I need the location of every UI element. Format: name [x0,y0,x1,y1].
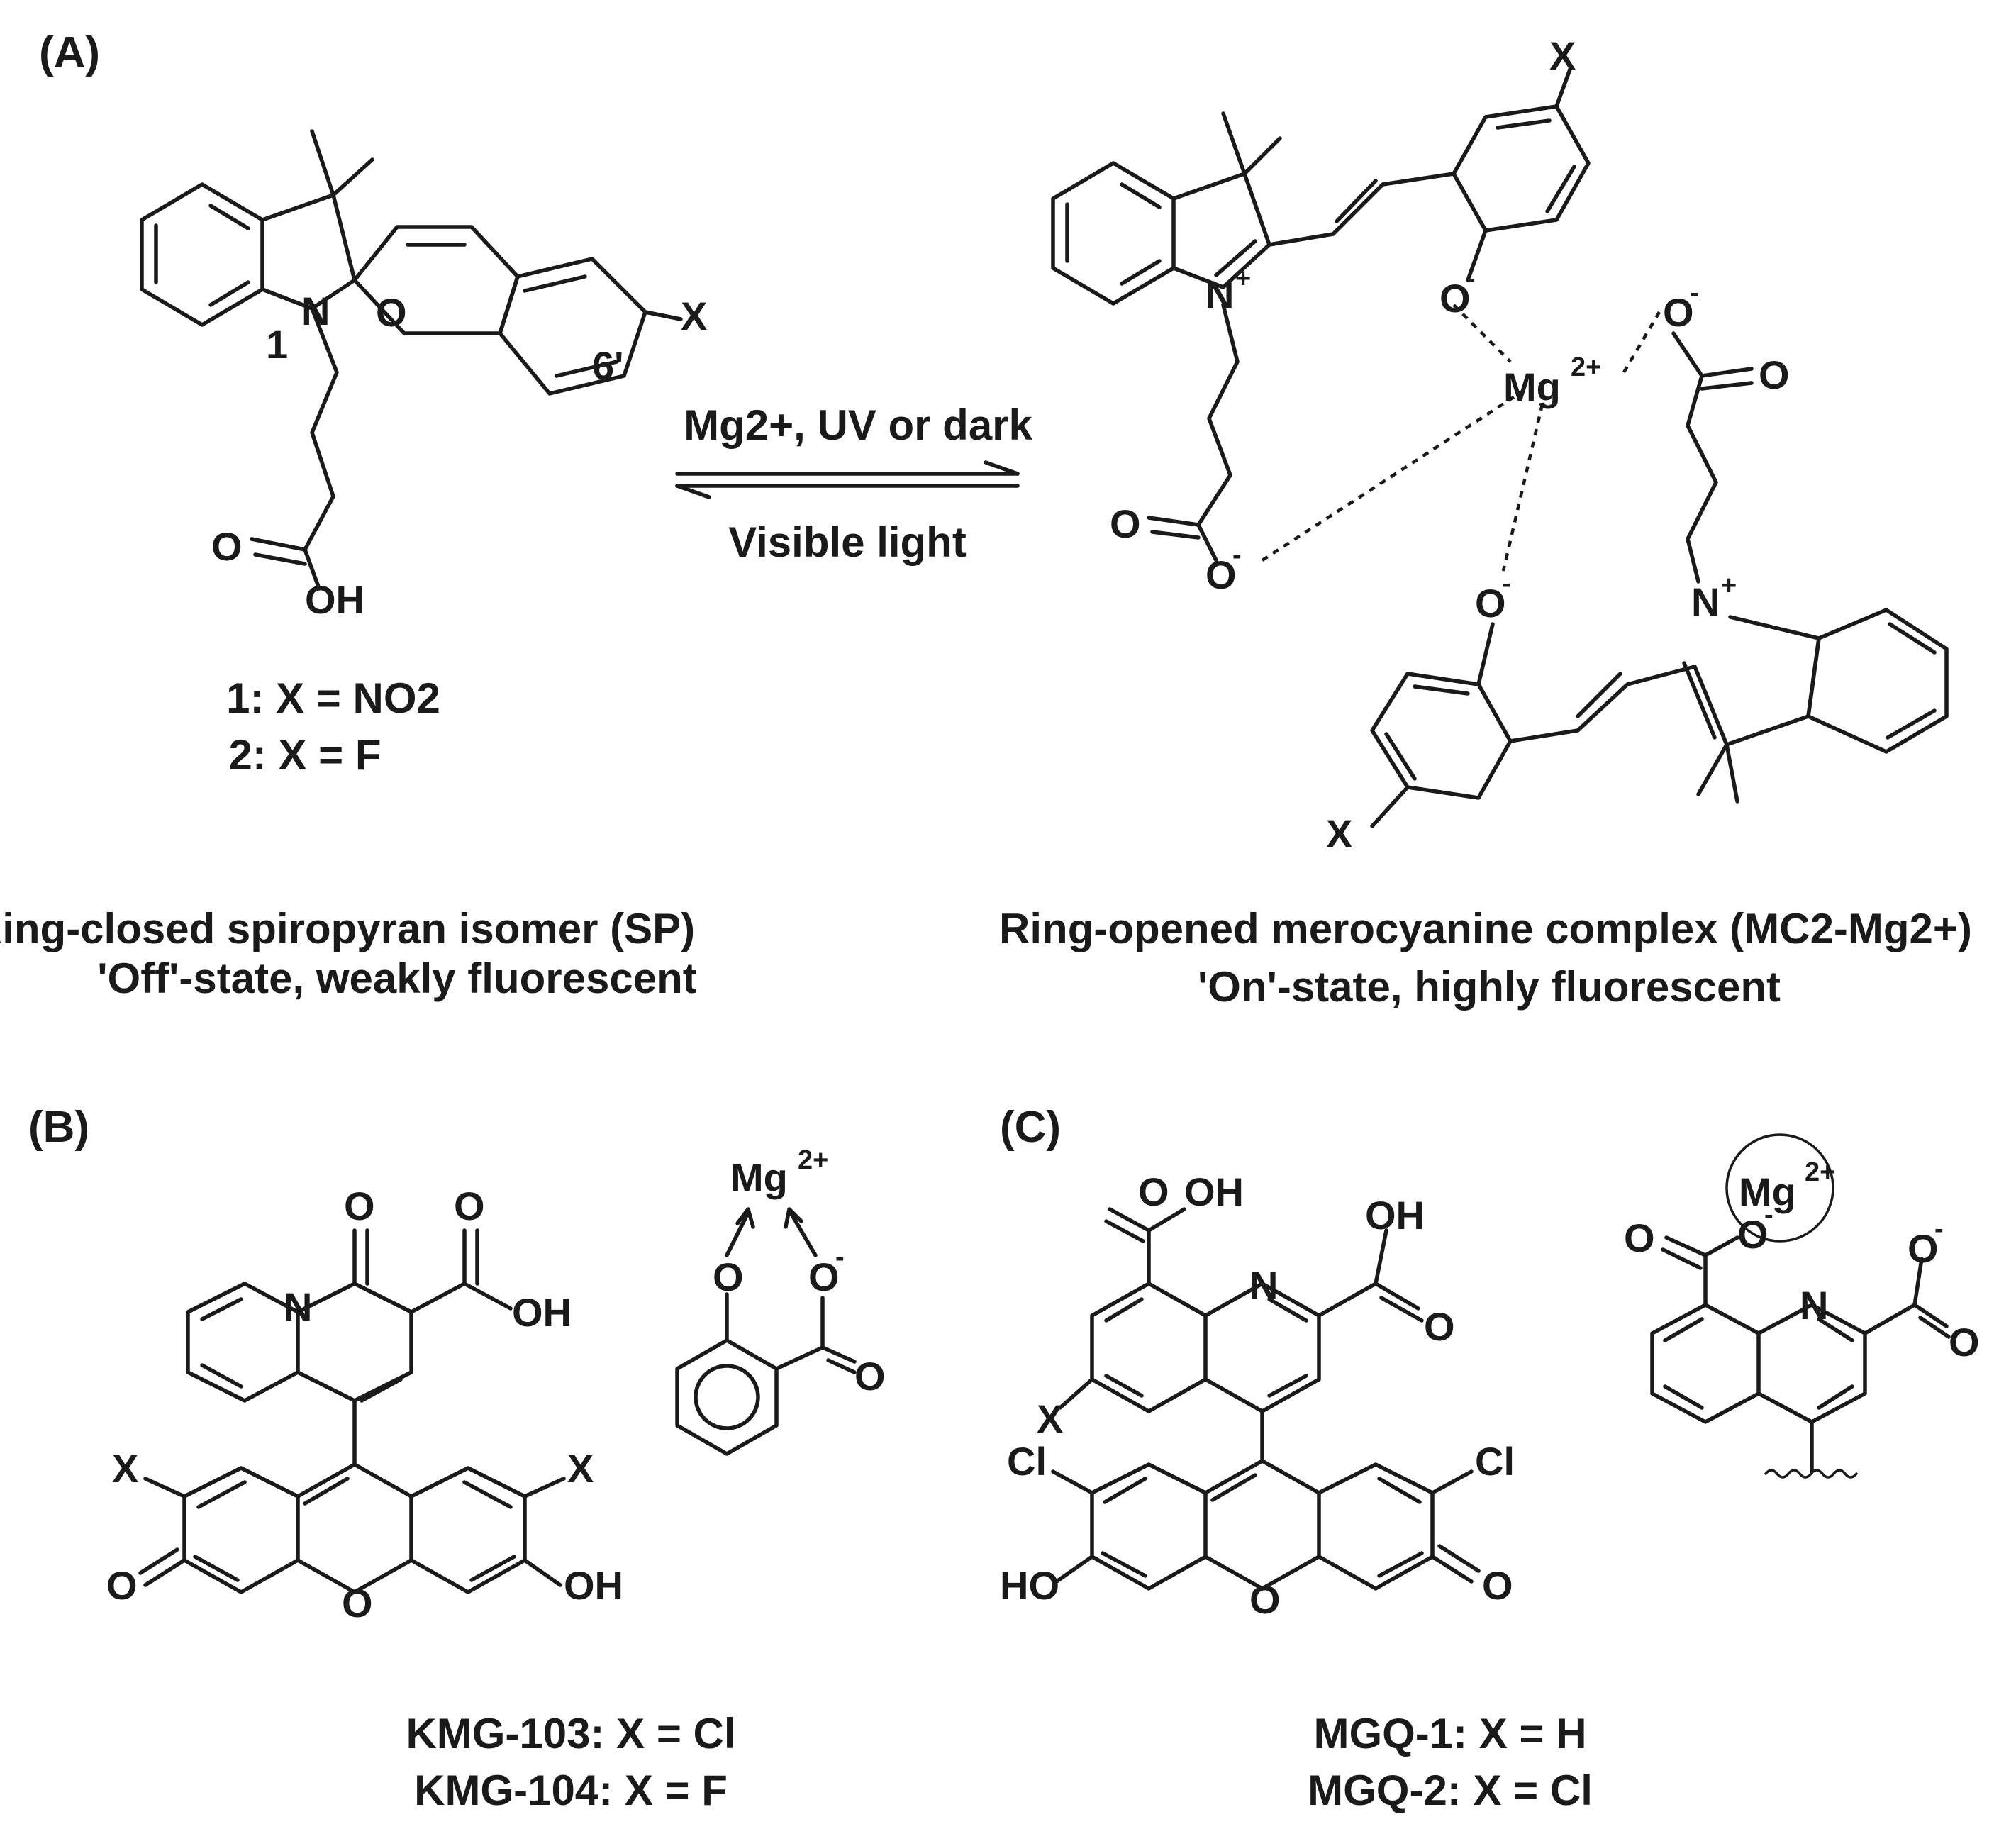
forward-conditions-label: Mg2+, UV or dark [684,401,1032,449]
kmg-motif-carbonyl-oxygen: O [854,1354,886,1399]
mgq-motif-magnesium-charge: 2+ [1805,1157,1835,1187]
merocyanine-complex-structure [1051,65,1949,828]
mc-magnesium-charge: 2+ [1571,352,1601,382]
kmg-motif-magnesium: Mg [730,1155,788,1200]
kmg-structure [138,1207,857,1594]
mgq-nitrogen: N [1249,1263,1278,1308]
mgq-carboxyl-carbonyl-oxygen-left: O [1138,1169,1169,1214]
panel-a-label: (A) [39,28,100,77]
mc-phenoxide-lower: O [1475,581,1506,626]
mgq-carboxyl-hydroxyl-left: OH [1184,1169,1244,1214]
sp-position-6-label: 6' [592,343,623,388]
kmg-xanthene-hydroxyl: OH [564,1563,623,1608]
mc-nitrogen-upper: N [1205,272,1234,317]
sp-variant-2: 2: X = F [228,731,381,779]
mgq-motif-carbonyl-oxygen-left: O [1624,1216,1655,1260]
mc-magnesium: Mg [1503,365,1561,409]
sp-caption-line-1: Ring-closed spiropyran isomer (SP) [0,905,695,952]
spiropyran-structure [140,129,683,591]
kmg-acid-carbonyl-oxygen: O [454,1184,485,1228]
mc-carboxylate-o-right: O [1663,290,1694,335]
mgq-xanthene-hydroxyl: HO [1000,1563,1059,1608]
mc-plus-lower: + [1721,571,1737,601]
mc-minus-4: - [1502,569,1511,599]
mgq-carboxyl-carbonyl-oxygen-right: O [1424,1304,1455,1349]
mgq-chlorine-right: Cl [1475,1439,1515,1484]
mc-carboxylate-o-left: O [1205,552,1237,597]
mgq-xanthene-ring-oxygen: O [1249,1577,1281,1622]
mc-minus-3: - [1232,540,1242,570]
mc-minus-2: - [1690,278,1699,308]
kmg-x-right: X [567,1446,594,1491]
mgq-motif-carboxylate-oxygen-left: O [1737,1212,1769,1257]
sp-carbonyl-oxygen: O [211,524,243,569]
sp-oxygen-atom: O [376,290,407,335]
kmg-variant-1: KMG-103: X = Cl [406,1710,735,1757]
sp-caption-line-2: 'Off'-state, weakly fluorescent [97,955,696,1002]
mc-nitrogen-lower: N [1691,579,1720,624]
mc-x-upper: X [1549,33,1576,78]
sp-variant-1: 1: X = NO2 [226,674,440,722]
mc-carbonyl-right: O [1759,352,1790,397]
mc-x-lower: X [1326,811,1352,856]
sp-x-substituent: X [681,294,707,338]
kmg-nitrogen: N [284,1284,312,1329]
kmg-ketone-oxygen: O [344,1184,375,1228]
mgq-carboxyl-hydroxyl-right: OH [1365,1193,1425,1238]
mgq-variant-2: MGQ-2: X = Cl [1308,1767,1593,1814]
kmg-acid-hydroxyl: OH [512,1290,572,1335]
mgq-structure [1051,1133,1951,1591]
mc-plus-upper: + [1235,264,1251,294]
sp-nitrogen-atom: N [301,289,330,333]
mc-minus-1: - [1466,264,1476,294]
kmg-xanthene-ring-oxygen: O [342,1581,373,1625]
reverse-conditions-label: Visible light [728,518,967,566]
kmg-variant-2: KMG-104: X = F [414,1767,728,1814]
mc-phenoxide-upper: O [1439,276,1471,321]
mgq-xanthene-ketone-oxygen: O [1482,1563,1513,1608]
sp-position-1-label: 1 [266,322,288,367]
kmg-motif-carboxylate-oxygen: O [808,1255,840,1299]
mgq-chlorine-left: Cl [1007,1439,1047,1484]
sp-hydroxyl-label: OH [305,577,364,622]
mgq-x-substituent: X [1037,1396,1063,1441]
mgq-motif-minus-right: - [1934,1214,1944,1244]
kmg-motif-magnesium-charge: 2+ [798,1145,828,1175]
mgq-motif-minus-left: - [1764,1200,1773,1230]
mc-caption-line-1: Ring-opened merocyanine complex (MC2-Mg2… [999,905,1972,952]
kmg-xanthene-ketone-oxygen: O [106,1563,138,1608]
mgq-motif-magnesium: Mg [1739,1169,1796,1214]
mgq-variant-1: MGQ-1: X = H [1313,1710,1586,1757]
mgq-motif-nitrogen: N [1800,1283,1828,1328]
kmg-x-left: X [112,1446,138,1491]
mc-caption-line-2: 'On'-state, highly fluorescent [1198,963,1781,1011]
mgq-motif-carbonyl-oxygen-right: O [1949,1320,1980,1364]
panel-c-label: (C) [1000,1103,1061,1152]
equilibrium-arrows [675,460,1020,499]
kmg-motif-ketone-oxygen: O [713,1255,744,1299]
panel-b-label: (B) [28,1103,89,1152]
mgq-motif-carboxylate-oxygen-right: O [1908,1226,1939,1271]
mc-carbonyl-left: O [1110,501,1141,546]
kmg-motif-minus: - [835,1243,845,1272]
